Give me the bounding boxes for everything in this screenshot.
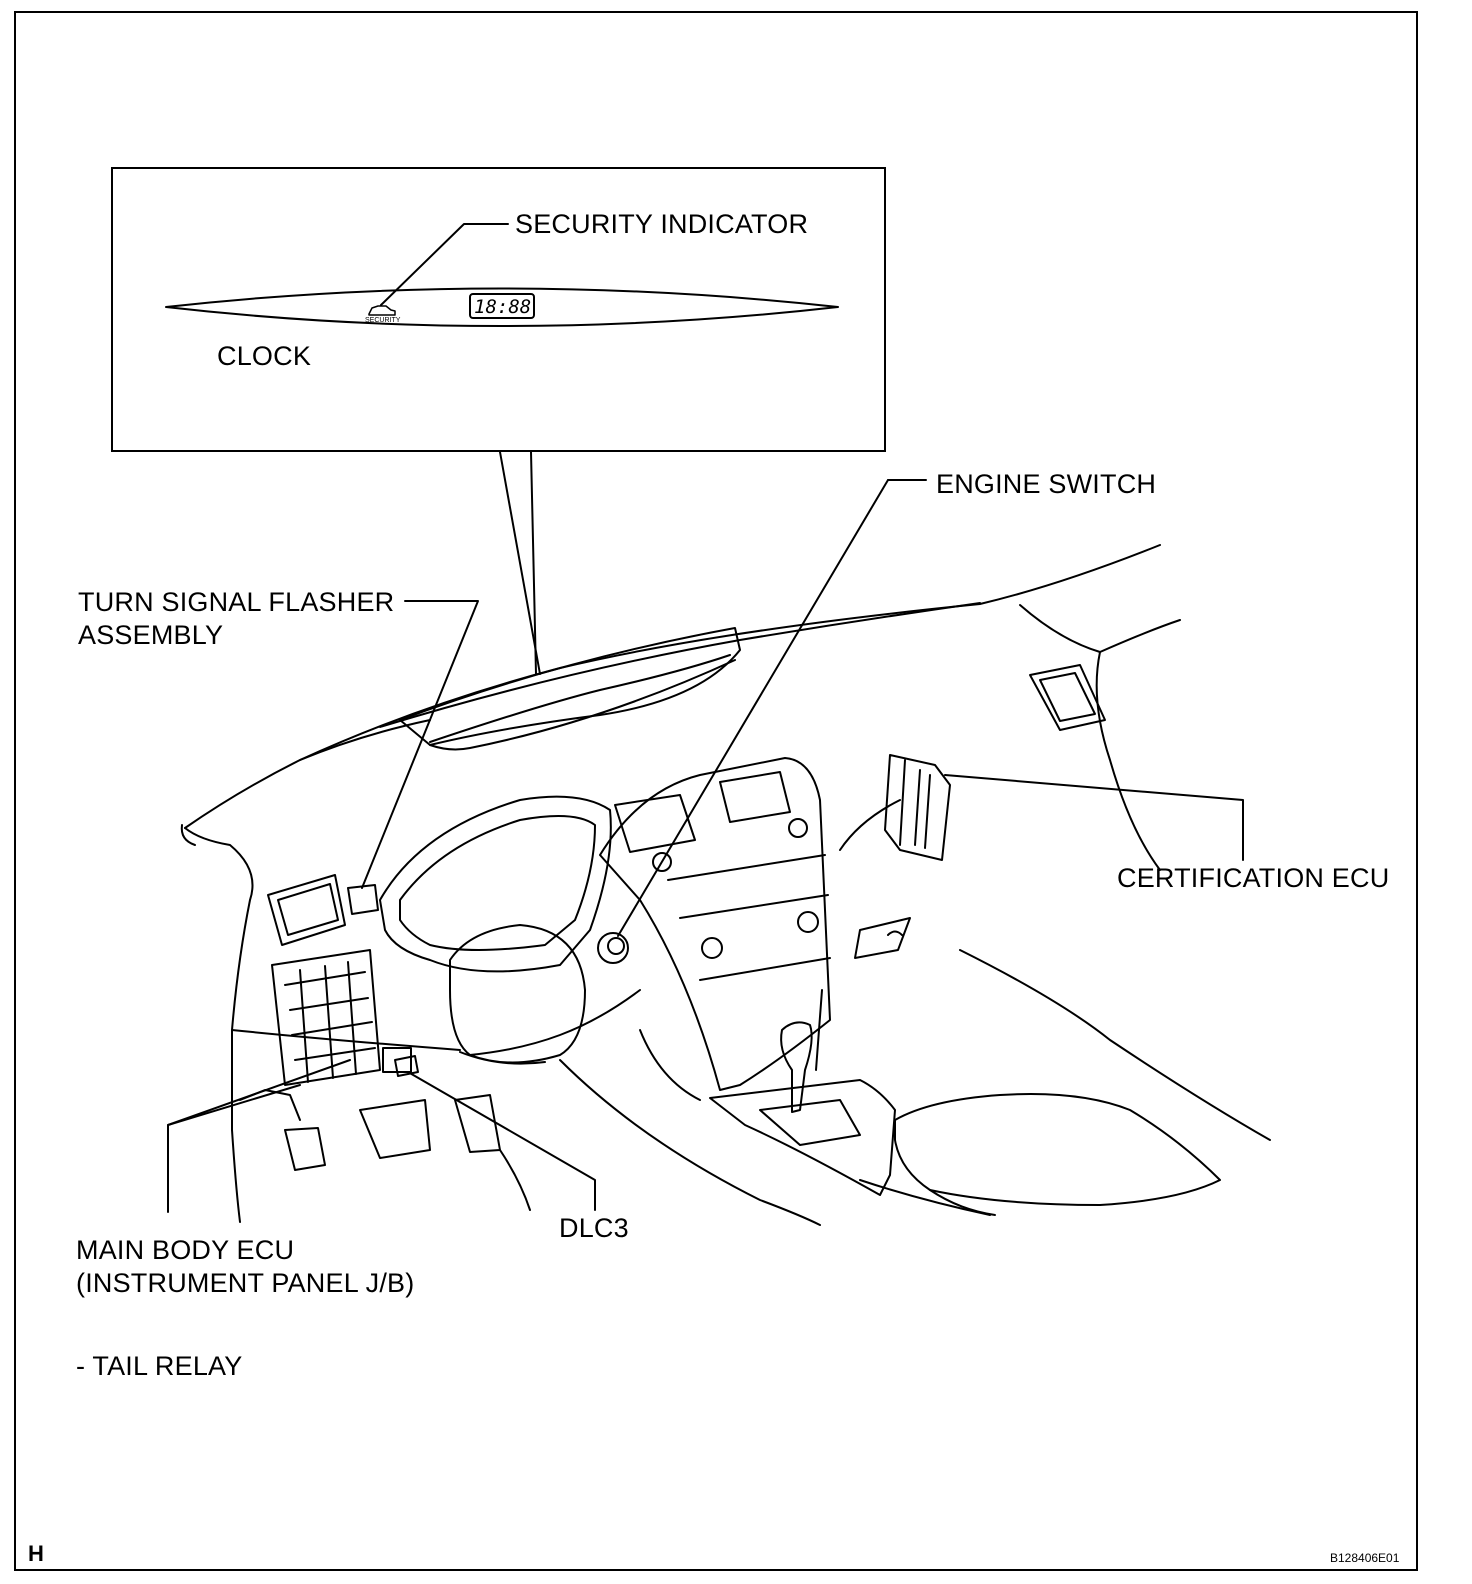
inset-pointer-left xyxy=(499,451,541,675)
stack-panel-b xyxy=(679,894,829,919)
pedal-left xyxy=(284,1127,326,1171)
security-icon-caption: SECURITY xyxy=(365,317,401,324)
engine-switch-leader-bottom xyxy=(815,989,823,1071)
floor-console-inner xyxy=(759,1099,861,1146)
main-body-ecu xyxy=(271,949,381,1086)
engine-switch-label: ENGINE SWITCH xyxy=(936,469,1157,499)
dash-top-outline xyxy=(184,544,1161,829)
turn-signal-label-line2: ASSEMBLY xyxy=(78,620,224,650)
certification-ecu-label: CERTIFICATION ECU xyxy=(1117,863,1390,893)
combination-meter xyxy=(379,795,612,973)
main-body-ecu-leader xyxy=(167,1059,351,1213)
left-lower-edge xyxy=(231,1129,241,1223)
floor-line-stack xyxy=(639,1029,701,1101)
right-dash-curve xyxy=(1095,651,1161,871)
certification-ecu-detail xyxy=(899,759,906,846)
windshield-edge xyxy=(299,719,431,761)
security-car-icon xyxy=(368,305,396,316)
combination-meter-inner xyxy=(399,815,596,951)
engine-switch-ring xyxy=(597,932,629,964)
center-stack-screen-right xyxy=(719,771,791,823)
main-body-ecu-leader-2 xyxy=(167,1084,301,1126)
steering-lower xyxy=(459,1051,546,1065)
main-body-ecu-label-line2: (INSTRUMENT PANEL J/B) xyxy=(76,1268,415,1298)
tail-relay-label: - TAIL RELAY xyxy=(76,1351,243,1381)
clock-digital-window xyxy=(469,293,535,319)
clock-lens xyxy=(165,287,839,327)
main-body-ecu-cols xyxy=(299,961,357,1083)
certification-ecu-body xyxy=(884,754,951,861)
stack-knob-right xyxy=(788,818,808,838)
floor-line-mid xyxy=(559,1059,821,1226)
left-vent xyxy=(267,874,346,946)
stack-knob-left xyxy=(652,852,672,872)
main-body-ecu-label-line1: MAIN BODY ECU xyxy=(76,1235,295,1265)
right-seat xyxy=(894,1093,1221,1206)
right-dash-edge xyxy=(1019,604,1181,653)
certification-ecu-ribs xyxy=(914,769,931,849)
certification-ecu-leader xyxy=(944,774,1244,861)
right-vent xyxy=(1029,664,1106,731)
stack-panel-c xyxy=(699,957,831,981)
stack-dial-right xyxy=(797,911,819,933)
center-stack xyxy=(599,757,831,1091)
passenger-dash-curve xyxy=(839,799,901,851)
stack-dial-left xyxy=(701,937,723,959)
turn-signal-leader xyxy=(361,600,479,889)
clock-detail-inset xyxy=(111,167,886,452)
floor-console xyxy=(709,1079,896,1196)
dlc3-leader xyxy=(407,1071,596,1211)
floor-line-right xyxy=(859,1179,991,1216)
shift-lever xyxy=(780,1021,813,1113)
inset-pointer-right xyxy=(530,451,537,675)
stack-panel-a xyxy=(667,854,826,881)
clock-label: CLOCK xyxy=(217,341,312,371)
steering-wheel xyxy=(449,924,586,1064)
diagram-frame xyxy=(14,11,1418,1571)
passenger-lower xyxy=(959,949,1271,1141)
left-side-inner xyxy=(180,824,196,846)
clock-time-readout: 18:88 xyxy=(474,296,532,318)
lower-panel-edge xyxy=(239,1089,301,1121)
security-indicator-label: SECURITY INDICATOR xyxy=(515,209,809,239)
dash-top-inner xyxy=(379,602,981,728)
meter-hood-inner xyxy=(429,654,731,743)
glovebox xyxy=(854,917,911,959)
turn-signal-flasher-body xyxy=(347,884,379,915)
engine-switch-leader xyxy=(617,479,889,937)
turn-signal-label-line1: TURN SIGNAL FLASHER xyxy=(78,587,395,617)
lower-panel xyxy=(231,1029,461,1051)
security-leader-line xyxy=(380,223,509,306)
left-vent-inner xyxy=(277,883,339,936)
dlc3-label: DLC3 xyxy=(559,1213,629,1243)
pedal-center xyxy=(359,1099,431,1159)
figure-code: B128406E01 xyxy=(1330,1551,1400,1565)
center-stack-screen-left xyxy=(614,794,696,853)
floor-line-left xyxy=(499,1149,531,1211)
left-side-panel xyxy=(184,827,254,1131)
engine-switch-button xyxy=(607,937,625,955)
corner-letter: H xyxy=(28,1541,45,1566)
glovebox-handle xyxy=(887,930,903,936)
dlc3-connector xyxy=(394,1055,419,1077)
right-vent-inner xyxy=(1039,672,1096,722)
meter-hood xyxy=(399,627,741,746)
meter-hood-lower xyxy=(429,659,736,751)
column-cover xyxy=(469,989,641,1056)
